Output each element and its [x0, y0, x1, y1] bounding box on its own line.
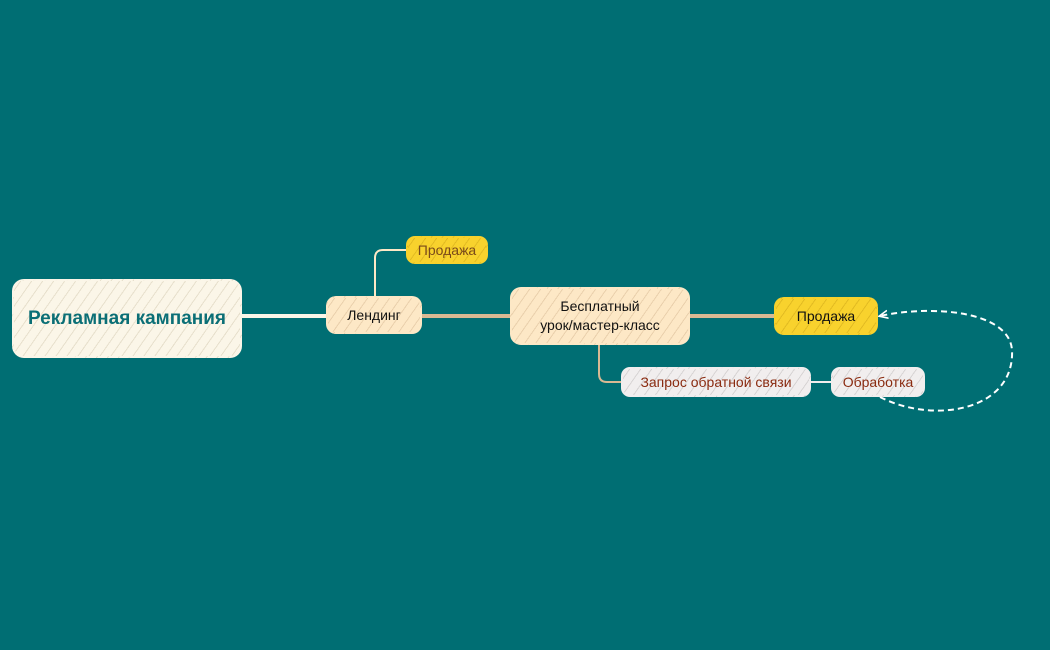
- node-landing-label: Лендинг: [347, 307, 401, 323]
- node-feedback-request[interactable]: Запрос обратной связи: [621, 367, 811, 397]
- node-landing[interactable]: Лендинг: [326, 296, 422, 334]
- edge-free-request: [598, 345, 621, 383]
- node-free-lesson-line2: урок/мастер-класс: [540, 317, 660, 333]
- node-free-lesson-line1: Бесплатный: [560, 298, 640, 314]
- node-free-lesson-label: Бесплатный урок/мастер-класс: [540, 297, 660, 335]
- node-feedback-request-label: Запрос обратной связи: [640, 374, 792, 390]
- node-processing[interactable]: Обработка: [831, 367, 925, 397]
- node-processing-label: Обработка: [842, 374, 914, 390]
- node-free-lesson[interactable]: Бесплатный урок/мастер-класс: [510, 287, 690, 345]
- node-sale-top-label: Продажа: [417, 242, 477, 258]
- edge-landing-sale-top: [374, 249, 406, 296]
- node-root-label: Рекламная кампания: [27, 307, 227, 329]
- edge-processing-sale-right-dashed: [880, 311, 1014, 412]
- node-sale-top[interactable]: Продажа: [406, 236, 488, 264]
- node-root[interactable]: Рекламная кампания: [12, 279, 242, 358]
- node-sale-right[interactable]: Продажа: [774, 297, 878, 335]
- node-sale-right-label: Продажа: [796, 308, 856, 324]
